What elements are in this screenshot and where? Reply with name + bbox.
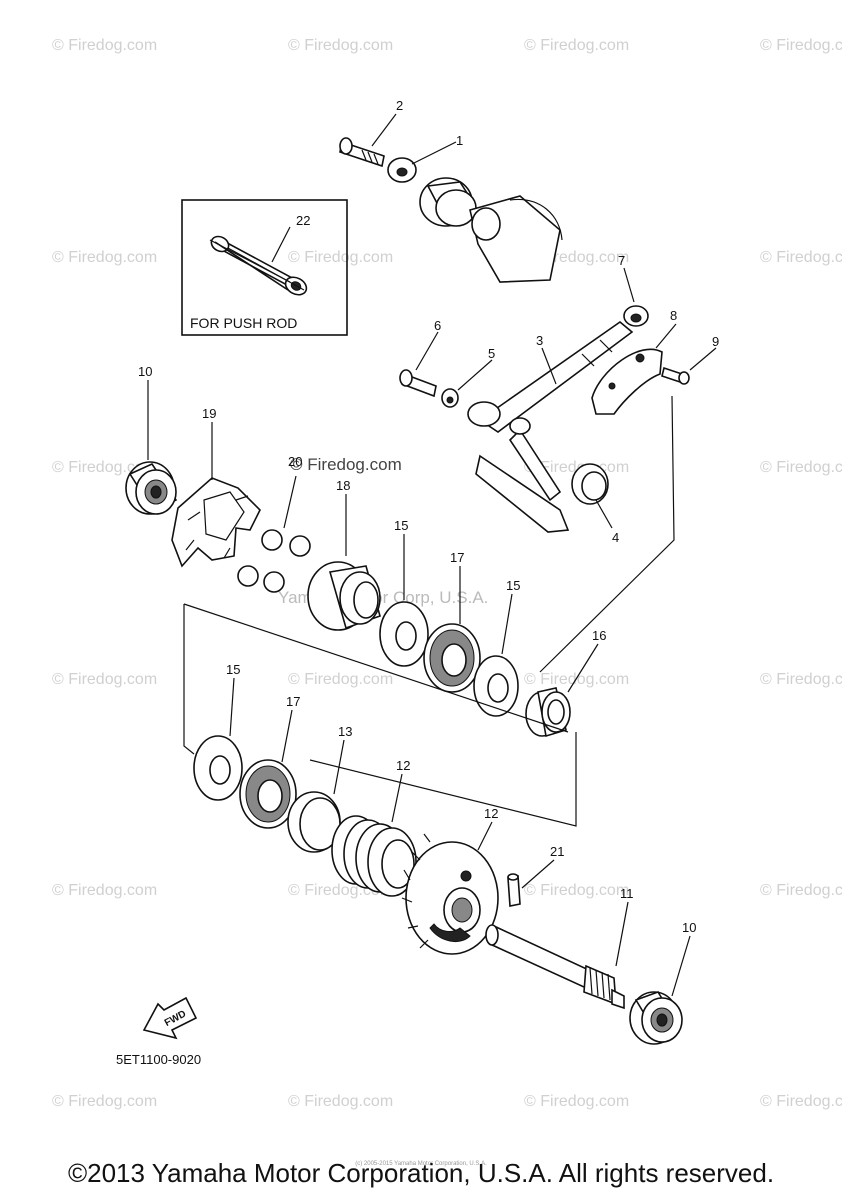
watermark: © Firedog.com (52, 671, 157, 688)
watermark: © Firedog.com (760, 459, 842, 476)
watermark: © Firedog.com (288, 1093, 393, 1110)
pin-21: 21 (507, 844, 564, 907)
callout-6: 6 (434, 318, 441, 333)
washer-5 (441, 388, 459, 408)
spring-13: 12 (331, 758, 417, 897)
callout-5: 5 (488, 346, 495, 361)
callout-17: 17 (450, 550, 464, 565)
callout-13: 12 (396, 758, 410, 773)
bushing-4 (571, 463, 609, 505)
sleeve (469, 195, 563, 283)
callout-14: 13 (338, 724, 352, 739)
watermark: © Firedog.com (288, 671, 393, 688)
collar-16: 16 (525, 628, 606, 738)
callout-15: 15 (394, 518, 408, 533)
bushing-7 (623, 305, 649, 327)
washer-15-c: 15 (193, 662, 243, 801)
callout-8: 8 (670, 308, 677, 323)
callout-3: 3 (536, 333, 543, 348)
callout-22: 22 (296, 213, 310, 228)
bearing-17-a: 17 (423, 550, 481, 693)
watermark: © Firedog.com (524, 1093, 629, 1110)
lever-3 (467, 320, 634, 533)
callout-17-b: 17 (286, 694, 300, 709)
callout-12: 12 (484, 806, 498, 821)
callout-10-b: 10 (682, 920, 696, 935)
watermark-center: © Firedog.com (290, 455, 402, 474)
callout-16: 16 (592, 628, 606, 643)
watermark: © Firedog.com (288, 37, 393, 54)
watermark: © Firedog.com (524, 671, 629, 688)
inset-label: FOR PUSH ROD (190, 315, 297, 331)
bearing-10-bottom: 10 (629, 920, 696, 1045)
watermark: © Firedog.com (760, 882, 842, 899)
diagram-code: 5ET1100-9020 (116, 1052, 201, 1067)
callout-18: 18 (336, 478, 350, 493)
watermark: © Firedog.com (760, 37, 842, 54)
callout-15-c: 15 (226, 662, 240, 677)
washer-1 (387, 157, 417, 183)
watermark: © Firedog.com (524, 882, 629, 899)
watermark: © Firedog.com (760, 671, 842, 688)
inset-frame (181, 199, 348, 336)
collar (419, 177, 477, 227)
watermark: © Firedog.com (524, 37, 629, 54)
bearing-10-top: 10 (125, 364, 178, 515)
watermark: © Firedog.com (288, 249, 393, 266)
plate-8 (591, 348, 663, 415)
watermark: © Firedog.com (52, 37, 157, 54)
screw-9 (661, 366, 690, 385)
push-rod-inset: 22 FOR PUSH ROD (181, 199, 348, 336)
watermark: © Firedog.com (760, 1093, 842, 1110)
fwd-arrow: FWD (142, 996, 198, 1040)
small-copyright: (c) 2005-2015 Yamaha Motor Corporation, … (355, 1161, 487, 1167)
gear-12: 12 (401, 806, 499, 955)
watermark: © Firedog.com (52, 882, 157, 899)
watermark: © Firedog.com (760, 249, 842, 266)
damper-19: 19 (171, 406, 261, 568)
shaft-11: 11 (485, 886, 634, 1010)
callout-20: 20 (288, 454, 302, 469)
bolt-6 (399, 369, 437, 398)
callout-2: 2 (396, 98, 403, 113)
bearing-17-b: 17 (239, 694, 300, 829)
washer-15-a: 15 (379, 518, 429, 667)
lever-assembly: 6 5 3 7 8 9 4 (399, 253, 719, 545)
ring-14: 13 (287, 724, 352, 853)
watermark: © Firedog.com (52, 1093, 157, 1110)
callout-21: 21 (550, 844, 564, 859)
callout-10: 10 (138, 364, 152, 379)
callout-1: 1 (456, 133, 463, 148)
push-rod-part (209, 235, 308, 296)
hub-18: 18 (307, 478, 381, 631)
bolt-2 (339, 137, 385, 168)
callout-11: 11 (620, 886, 634, 901)
washer-15-b: 15 (473, 578, 520, 717)
callout-15-b: 15 (506, 578, 520, 593)
bracket-lines (183, 395, 675, 827)
callout-4: 4 (612, 530, 619, 545)
watermark: © Firedog.com (52, 249, 157, 266)
copyright-notice: ©2013 Yamaha Motor Corporation, U.S.A. A… (67, 1158, 775, 1188)
top-assembly: 2 1 (339, 98, 563, 283)
callout-9: 9 (712, 334, 719, 349)
balls-20: 20 (237, 454, 311, 593)
callout-7: 7 (618, 253, 625, 268)
callout-19: 19 (202, 406, 216, 421)
